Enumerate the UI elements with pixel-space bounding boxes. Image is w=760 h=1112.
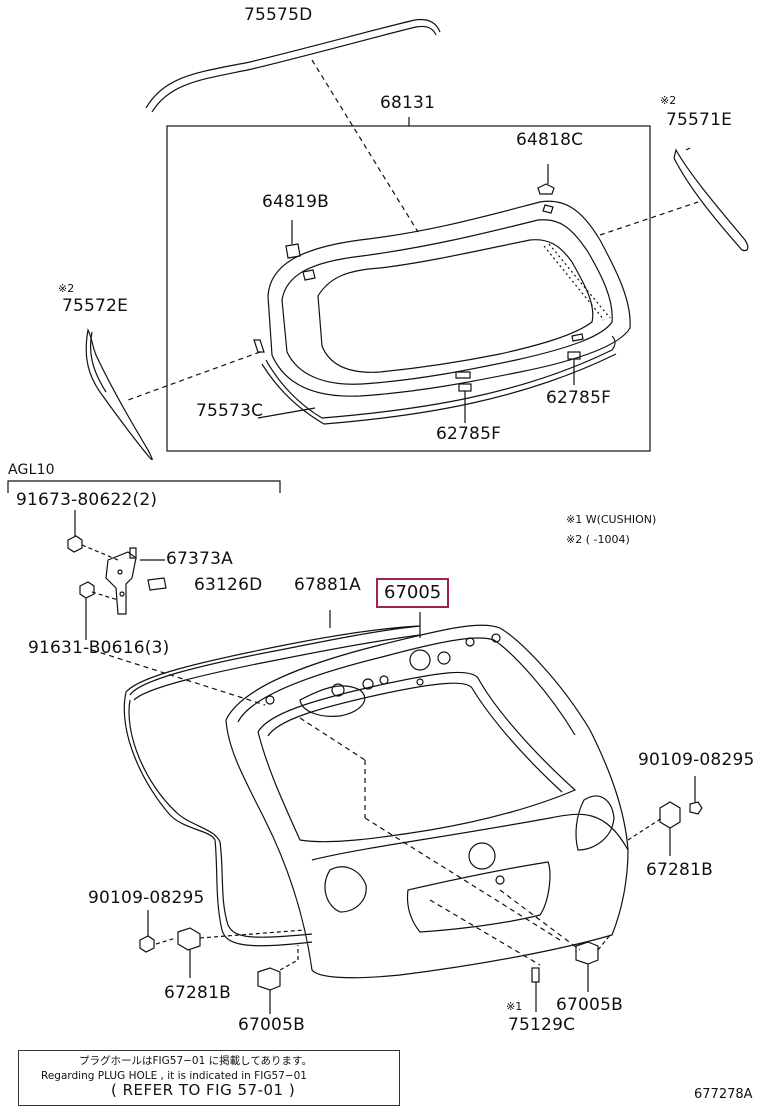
bolt-91631	[79, 581, 95, 640]
clip-62785F-b	[458, 383, 472, 423]
garnish-75571E	[673, 147, 749, 252]
back-door-67005	[225, 624, 629, 979]
reference-refer-text[interactable]: ( REFER TO FIG 57-01 )	[111, 1081, 296, 1099]
screw-90109-left	[139, 910, 155, 953]
cushion-67005B-right	[575, 941, 599, 992]
bumper-67281B-right	[659, 801, 681, 856]
molding-75573C	[261, 335, 617, 425]
bolt-91673	[67, 510, 83, 553]
bumper-67281B-left	[177, 927, 201, 978]
label-91631: 91631-B0616(3)	[28, 638, 170, 658]
label-90109-right: 90109-08295	[638, 750, 755, 770]
label-62785F-b: 62785F	[436, 424, 502, 444]
back-glass-68131	[267, 200, 631, 397]
label-67005B-right: 67005B	[556, 995, 623, 1015]
label-68131: 68131	[380, 93, 436, 113]
label-75572E: 75572E	[62, 296, 129, 316]
mark-2-a: ※2	[660, 94, 677, 107]
mark-2-b: ※2	[58, 282, 75, 295]
legend-line-2: ※2 ( -1004)	[566, 533, 630, 546]
label-67005B-left: 67005B	[238, 1015, 305, 1035]
garnish-75572E	[85, 328, 153, 461]
weatherstrip-67881A	[123, 625, 421, 947]
label-62785F-a: 62785F	[546, 388, 612, 408]
label-67005: 67005	[384, 582, 442, 603]
clip-64818C	[537, 164, 555, 195]
label-75575D: 75575D	[244, 5, 313, 25]
cushion-67005B-left	[257, 967, 281, 1014]
reference-en-text: Regarding PLUG HOLE , it is indicated in…	[41, 1070, 307, 1082]
label-91673: 91673-80622(2)	[16, 490, 158, 510]
screw-90109-right	[689, 776, 703, 815]
stopper-75129C	[531, 967, 540, 1012]
label-63126D: 63126D	[194, 575, 263, 595]
reference-jp-text: プラグホールはFIG57−01 に掲載してあります。	[79, 1055, 312, 1067]
label-67281B-right: 67281B	[646, 860, 713, 880]
group-label-agl10: AGL10	[8, 462, 55, 478]
clip-62785F-a	[567, 351, 581, 385]
label-64819B: 64819B	[262, 192, 329, 212]
label-90109-left: 90109-08295	[88, 888, 205, 908]
cushion-63126D	[147, 577, 167, 591]
label-75571E: 75571E	[666, 110, 733, 130]
label-75573C: 75573C	[196, 401, 264, 421]
reference-note-box: プラグホールはFIG57−01 に掲載してあります。 Regarding PLU…	[18, 1050, 400, 1106]
figure-code: 677278A	[694, 1087, 753, 1102]
label-67281B-left: 67281B	[164, 983, 231, 1003]
legend-line-1: ※1 W(CUSHION)	[566, 513, 657, 526]
label-67005-highlighted[interactable]: 67005	[376, 578, 450, 608]
mark-1: ※1	[506, 1000, 523, 1013]
label-75129C: 75129C	[508, 1015, 576, 1035]
label-64818C: 64818C	[516, 130, 584, 150]
label-67373A: 67373A	[166, 549, 233, 569]
clip-64819B	[285, 220, 301, 259]
hinge-67373A	[105, 547, 137, 615]
weatherstrip-75575D	[145, 18, 441, 113]
label-67881A: 67881A	[294, 575, 361, 595]
